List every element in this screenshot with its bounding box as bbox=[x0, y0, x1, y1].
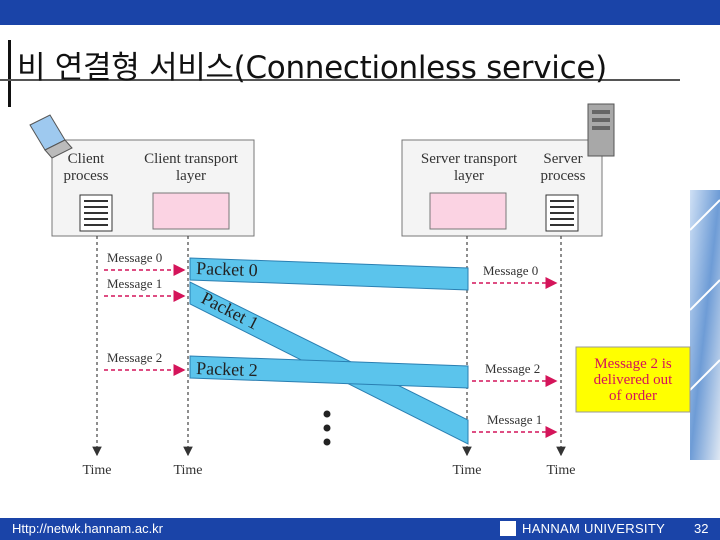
server-message-0: Message 0 bbox=[483, 263, 538, 278]
time-label-server-process: Time bbox=[546, 463, 575, 478]
page-number: 32 bbox=[694, 521, 709, 536]
time-label-client-process: Time bbox=[82, 463, 111, 478]
packet-2-band bbox=[189, 355, 469, 389]
server-transport-label-2: layer bbox=[454, 168, 484, 184]
note-line-3: of order bbox=[609, 388, 657, 404]
server-process-label-2: process bbox=[541, 168, 586, 184]
client-message-2: Message 2 bbox=[107, 350, 162, 365]
note-line-2: delivered out bbox=[594, 372, 674, 388]
server-message-1: Message 1 bbox=[487, 412, 542, 427]
server-computer-icon bbox=[587, 103, 615, 157]
university-logo-icon bbox=[500, 521, 516, 536]
note-line-1: Message 2 is bbox=[594, 356, 672, 372]
client-message-0: Message 0 bbox=[107, 250, 162, 265]
footer-bar: Http://netwk.hannam.ac.kr HANNAM UNIVERS… bbox=[0, 518, 720, 540]
ellipsis-dots bbox=[323, 410, 331, 446]
client-message-arrows bbox=[104, 264, 186, 376]
server-transport-box bbox=[429, 192, 507, 230]
packet-0-label: Packet 0 bbox=[196, 258, 258, 280]
client-document-icon bbox=[79, 194, 113, 232]
client-process-label-2: process bbox=[64, 168, 109, 184]
server-message-arrows bbox=[472, 277, 558, 438]
server-process-label: Server bbox=[543, 151, 582, 167]
footer-url[interactable]: Http://netwk.hannam.ac.kr bbox=[12, 521, 164, 536]
packet-0-band bbox=[189, 257, 469, 291]
client-transport-box bbox=[152, 192, 230, 230]
footer-university: HANNAM UNIVERSITY bbox=[522, 521, 666, 536]
title-accent-line bbox=[8, 40, 11, 107]
server-document-icon bbox=[545, 194, 579, 232]
top-banner bbox=[0, 0, 720, 25]
client-transport-label: Client transport bbox=[144, 151, 239, 167]
slide-title: 비 연결형 서비스(Connectionless service) bbox=[17, 50, 607, 86]
time-label-server-transport: Time bbox=[452, 463, 481, 478]
server-transport-label: Server transport bbox=[421, 151, 518, 167]
time-label-client-transport: Time bbox=[173, 463, 202, 478]
packet-2-label: Packet 2 bbox=[196, 358, 258, 380]
server-message-2: Message 2 bbox=[485, 361, 540, 376]
decorative-image bbox=[689, 190, 720, 460]
client-process-label: Client bbox=[68, 151, 105, 167]
laptop-icon bbox=[29, 114, 73, 159]
out-of-order-note-box bbox=[575, 346, 691, 413]
title-underline bbox=[0, 79, 680, 81]
client-message-1: Message 1 bbox=[107, 276, 162, 291]
client-transport-label-2: layer bbox=[176, 168, 206, 184]
